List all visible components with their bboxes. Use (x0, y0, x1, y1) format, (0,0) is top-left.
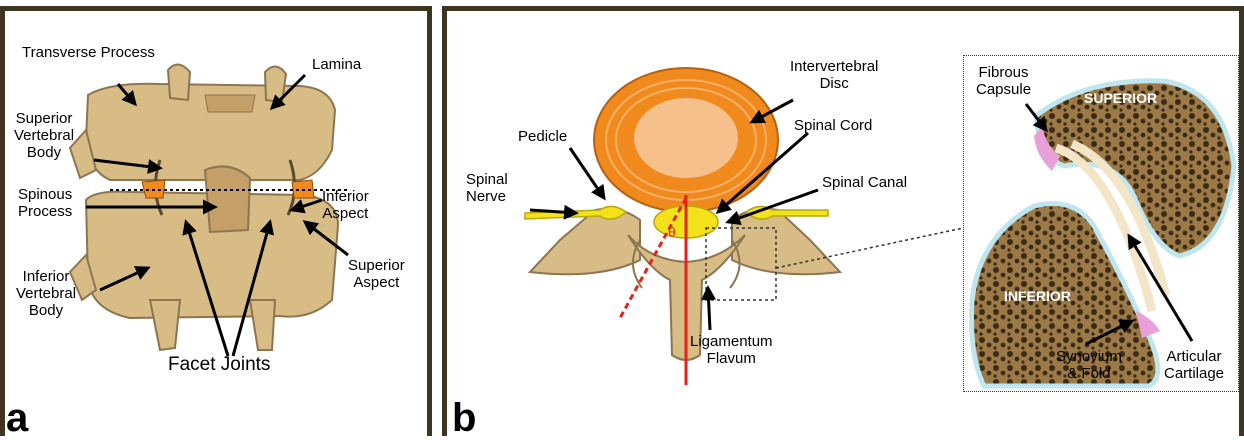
superior-label: SUPERIOR (1084, 90, 1157, 107)
synovium-fold-label: Synovium & Fold (1056, 348, 1122, 382)
inferior-label: INFERIOR (1004, 288, 1071, 305)
superior-vertebral-body-label: Superior Vertebral Body (14, 110, 74, 161)
articular-cartilage-label: Articular Cartilage (1164, 348, 1224, 382)
spinal-canal-label: Spinal Canal (822, 174, 907, 191)
lamina-label: Lamina (312, 56, 361, 73)
fibrous-capsule-label: Fibrous Capsule (976, 64, 1031, 98)
ligamentum-flavum-label: Ligamentum Flavum (690, 333, 773, 367)
pedicle-label: Pedicle (518, 128, 567, 145)
spinous-process-label: Spinous Process (18, 186, 72, 220)
panel-b-letter: b (452, 398, 476, 438)
intervertebral-disc-label: Intervertebral Disc (790, 58, 878, 92)
inferior-vertebral-body-label: Inferior Vertebral Body (16, 268, 76, 319)
theta-label: θ (668, 224, 676, 241)
spinal-cord-label: Spinal Cord (794, 117, 872, 134)
facet-joint-inset: Fibrous Capsule SUPERIOR INFERIOR Synovi… (963, 55, 1239, 392)
spinal-nerve-label: Spinal Nerve (466, 171, 508, 205)
transverse-process-label: Transverse Process (22, 44, 155, 61)
inferior-aspect-label: Inferior Aspect (322, 188, 369, 222)
facet-joints-label: Facet Joints (168, 354, 270, 376)
panel-a-letter: a (6, 398, 28, 438)
superior-aspect-label: Superior Aspect (348, 257, 405, 291)
